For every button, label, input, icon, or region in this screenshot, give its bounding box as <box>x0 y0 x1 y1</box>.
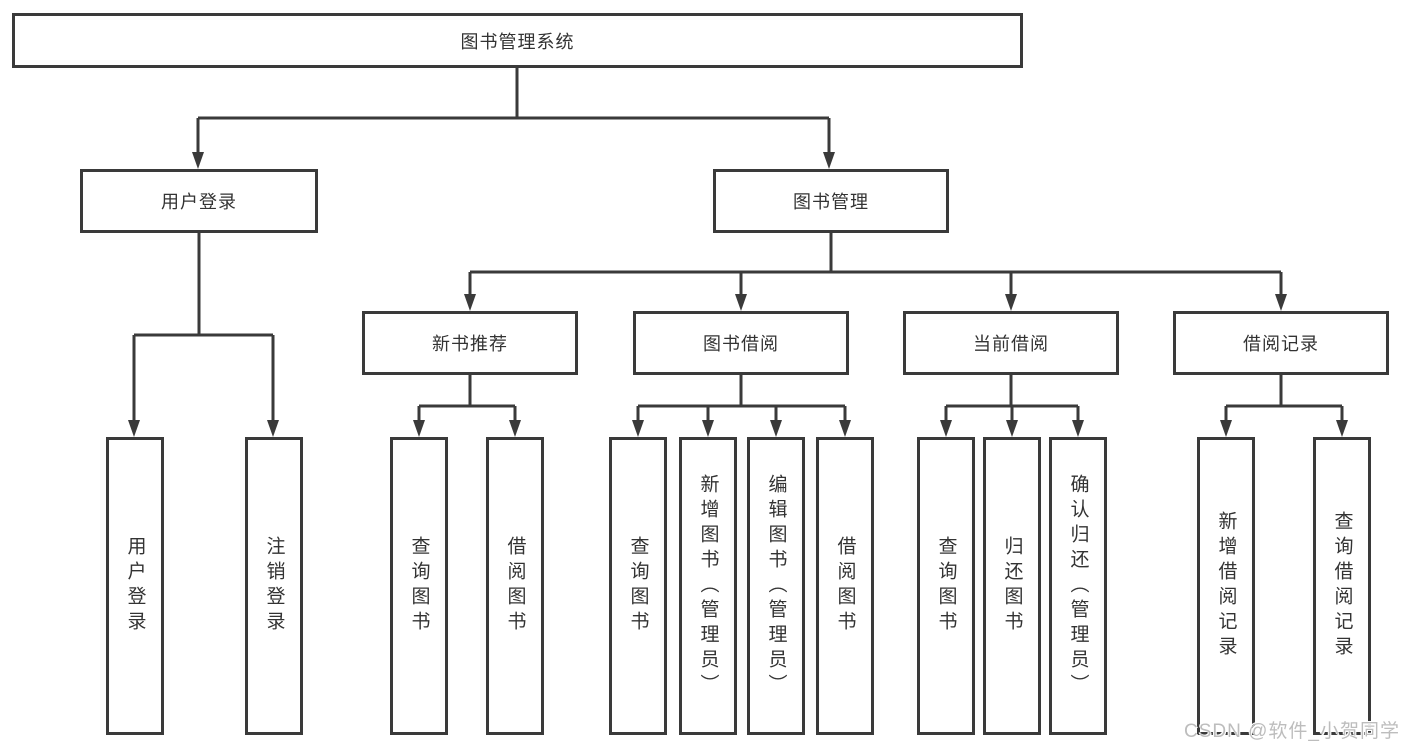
node-borrow-record-label: 借阅记录 <box>1243 334 1319 354</box>
leaf-return-books-label: 归还图书 <box>1001 536 1023 636</box>
arrowhead <box>1006 420 1018 437</box>
node-user-login-label: 用户登录 <box>161 192 237 212</box>
csdn-watermark: CSDN @软件_小贺同学 <box>1184 721 1400 742</box>
leaf-logout: 注销登录 <box>245 437 303 735</box>
arrowhead <box>464 294 476 311</box>
leaf-query-books: 查询图书 <box>917 437 975 735</box>
node-current-borrow-label: 当前借阅 <box>973 334 1049 354</box>
leaf-query-books-label: 查询图书 <box>935 536 957 636</box>
arrowhead <box>128 420 140 437</box>
leaf-query-books-label: 查询图书 <box>408 536 430 636</box>
arrowhead <box>823 152 835 169</box>
leaf-logout-label: 注销登录 <box>263 536 285 636</box>
arrowhead <box>839 420 851 437</box>
leaf-query-books: 查询图书 <box>390 437 448 735</box>
node-user-login: 用户登录 <box>80 169 318 233</box>
leaf-query-borrow-record: 查询借阅记录 <box>1313 437 1371 735</box>
leaf-add-book-admin-label: 新增图书（管理员） <box>697 473 719 699</box>
node-borrow-record: 借阅记录 <box>1173 311 1389 375</box>
connector-new-book-recommend-to-leaves <box>413 375 521 437</box>
leaf-borrow-books-label: 借阅图书 <box>504 536 526 636</box>
leaf-query-books-label: 查询图书 <box>627 536 649 636</box>
leaf-borrow-books: 借阅图书 <box>486 437 544 735</box>
connector-borrow-record-to-leaves <box>1220 375 1348 437</box>
node-book-management-label: 图书管理 <box>793 192 869 212</box>
connector-current-borrow-to-leaves <box>940 375 1084 437</box>
arrowhead <box>940 420 952 437</box>
leaf-borrow-books-label: 借阅图书 <box>834 536 856 636</box>
connector-book-mgmt-to-level3 <box>464 233 1287 311</box>
arrowhead <box>1072 420 1084 437</box>
node-new-book-recommend: 新书推荐 <box>362 311 578 375</box>
arrowhead <box>702 420 714 437</box>
arrowhead <box>632 420 644 437</box>
leaf-query-books: 查询图书 <box>609 437 667 735</box>
connector-book-borrow-to-leaves <box>632 375 851 437</box>
arrowhead <box>735 294 747 311</box>
root-node-label: 图书管理系统 <box>460 31 575 52</box>
leaf-confirm-return-admin: 确认归还（管理员） <box>1049 437 1107 735</box>
arrowhead <box>1275 294 1287 311</box>
leaf-edit-book-admin-label: 编辑图书（管理员） <box>765 473 787 699</box>
arrowhead <box>770 420 782 437</box>
node-new-book-recommend-label: 新书推荐 <box>432 334 508 354</box>
arrowhead <box>1336 420 1348 437</box>
leaf-edit-book-admin: 编辑图书（管理员） <box>747 437 805 735</box>
leaf-query-borrow-record-label: 查询借阅记录 <box>1331 511 1353 661</box>
node-book-management: 图书管理 <box>713 169 949 233</box>
leaf-user-login-label: 用户登录 <box>124 536 146 636</box>
arrowhead <box>1220 420 1232 437</box>
leaf-add-book-admin: 新增图书（管理员） <box>679 437 737 735</box>
arrowhead <box>509 420 521 437</box>
leaf-add-borrow-record-label: 新增借阅记录 <box>1215 511 1237 661</box>
arrowhead <box>267 420 279 437</box>
leaf-user-login: 用户登录 <box>106 437 164 735</box>
node-current-borrow: 当前借阅 <box>903 311 1119 375</box>
arrowhead <box>413 420 425 437</box>
connector-user-login-to-leaves <box>128 233 279 437</box>
node-book-borrow-label: 图书借阅 <box>703 334 779 354</box>
leaf-confirm-return-admin-label: 确认归还（管理员） <box>1067 473 1089 699</box>
root-node-book-management-system: 图书管理系统 <box>12 13 1023 68</box>
leaf-add-borrow-record: 新增借阅记录 <box>1197 437 1255 735</box>
connector-root-to-level2 <box>192 68 835 169</box>
arrowhead <box>192 152 204 169</box>
leaf-return-books: 归还图书 <box>983 437 1041 735</box>
node-book-borrow: 图书借阅 <box>633 311 849 375</box>
leaf-borrow-books: 借阅图书 <box>816 437 874 735</box>
arrowhead <box>1005 294 1017 311</box>
